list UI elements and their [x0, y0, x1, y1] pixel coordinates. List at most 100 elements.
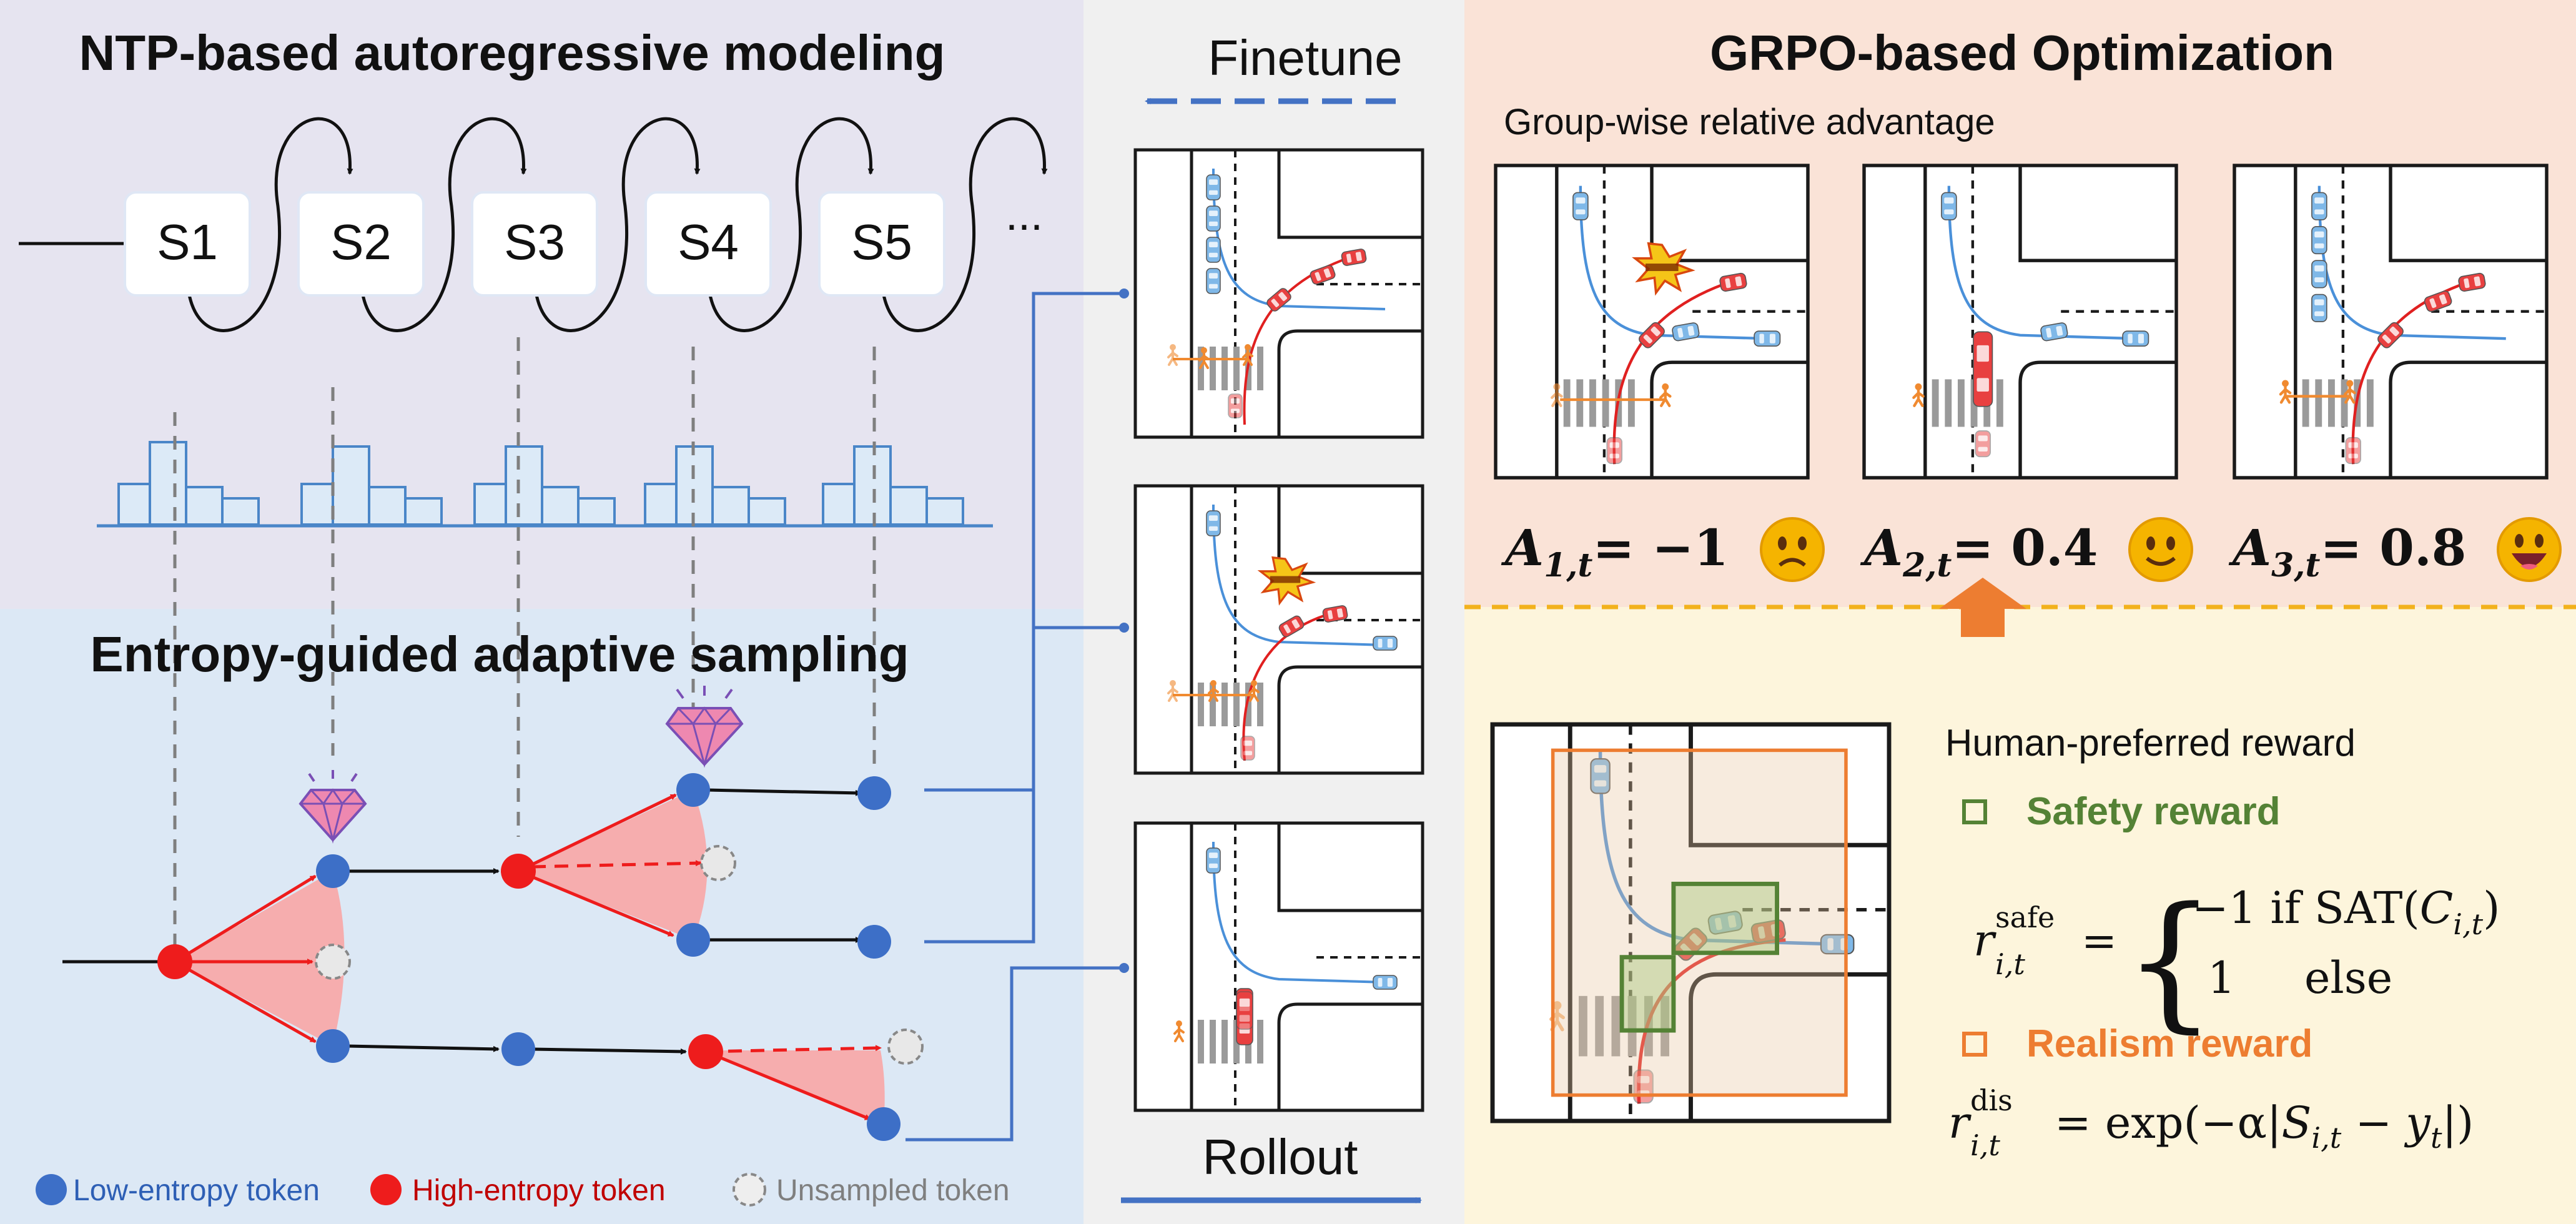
unsampled-node	[700, 845, 736, 881]
vehicle	[1373, 975, 1398, 990]
safety-region-box	[1619, 955, 1676, 1033]
svg-text:A1,t= −1: A1,t= −1	[1501, 518, 1729, 585]
entropy-title: Entropy-guided adaptive sampling	[90, 626, 909, 682]
legend-high-entropy-label: High-entropy token	[412, 1174, 666, 1207]
collision-icon	[1257, 556, 1316, 606]
state-label: S4	[678, 214, 739, 270]
up-arrow	[1939, 578, 2026, 637]
group-scenario-1	[1494, 164, 1810, 480]
pedestrian-icon	[1167, 680, 1178, 702]
state-label: S5	[851, 214, 912, 270]
state-connectors	[185, 117, 1048, 332]
svg-text:=: =	[2081, 917, 2117, 966]
legend-high-entropy-marker	[370, 1174, 402, 1205]
tree-red-edges	[174, 793, 882, 1121]
pedestrian-icon	[2279, 380, 2292, 404]
svg-text:−1 if SAT(Ci,t): −1 if SAT(Ci,t)	[2192, 882, 2500, 941]
vehicle	[1236, 991, 1253, 1030]
grin-face-icon	[2497, 517, 2562, 582]
svg-text:r: r	[1948, 1097, 1971, 1148]
low-entropy-node	[316, 854, 350, 888]
grpo-title: GRPO-based Optimization	[1710, 25, 2334, 81]
state-label: S1	[157, 214, 218, 270]
vehicle	[1240, 736, 1255, 761]
svg-text:= exp(−α|Si,t − yt|): = exp(−α|Si,t − yt|)	[2055, 1097, 2474, 1155]
vehicle	[1639, 322, 1665, 348]
unsampled-node	[887, 1029, 924, 1065]
link-dot	[1119, 963, 1129, 973]
vehicle	[1206, 205, 1221, 232]
pedestrian-icon	[1912, 383, 1925, 407]
vehicle	[1278, 615, 1305, 638]
advantage-3: A3,t= 0.8	[2228, 517, 2562, 585]
legend-unsampled-marker	[733, 1173, 766, 1207]
state-ellipsis: ...	[1005, 190, 1043, 240]
pedestrian-icon	[1198, 347, 1210, 369]
high-entropy-node	[501, 854, 536, 889]
svg-text:else: else	[2304, 952, 2392, 1004]
safety-reward-label: Safety reward	[2026, 790, 2281, 833]
smile-face-icon	[2128, 517, 2193, 582]
high-entropy-node	[157, 944, 192, 979]
vehicle	[2040, 322, 2068, 342]
pedestrian-icon	[1208, 680, 1219, 702]
vehicle	[1206, 847, 1221, 874]
vehicle	[2311, 226, 2327, 255]
vehicle	[2311, 294, 2327, 322]
state-box-3: S3	[471, 191, 598, 297]
branch-connectors	[906, 292, 1124, 1142]
vehicle	[2377, 322, 2404, 348]
histogram-5	[822, 445, 964, 526]
advantage-2: A2,t= 0.4	[1860, 517, 2193, 585]
pedestrian-icon	[2343, 380, 2356, 404]
legend-low-entropy-marker	[36, 1174, 67, 1205]
diamond-icon	[665, 686, 744, 768]
link-dot	[1119, 623, 1129, 633]
state-label: S2	[330, 214, 392, 270]
vehicle	[1707, 911, 1743, 935]
histogram-2	[300, 445, 443, 526]
vehicle	[1973, 331, 1993, 407]
state-label: S3	[504, 214, 565, 270]
low-entropy-node	[501, 1032, 535, 1066]
svg-text:dis: dis	[1970, 1083, 2013, 1117]
vehicle	[1322, 605, 1348, 623]
tree-black-edges	[62, 788, 862, 1055]
safety-region-box	[1671, 881, 1779, 955]
realism-legend-box	[1962, 1032, 1987, 1057]
rollout-scenario-1	[1133, 148, 1424, 439]
vehicle	[1206, 174, 1221, 200]
diamond-icon	[299, 770, 367, 844]
vehicle	[1672, 322, 1700, 342]
ntp-title: NTP-based autoregressive modeling	[79, 25, 945, 81]
vehicle	[1719, 272, 1747, 292]
histogram-4	[644, 445, 786, 526]
vehicle	[1228, 393, 1243, 418]
vehicle	[1341, 249, 1367, 266]
low-entropy-node	[676, 923, 710, 957]
low-entropy-node	[867, 1107, 901, 1141]
legend-low-entropy-label: Low-entropy token	[73, 1174, 320, 1207]
pedestrian-icon	[1248, 680, 1260, 702]
state-box-5: S5	[818, 191, 945, 297]
pedestrian-icon	[1551, 383, 1563, 407]
sad-face-icon	[1760, 517, 1825, 582]
group-scenario-2	[1862, 164, 2178, 480]
vehicle	[1310, 265, 1336, 285]
rollout-scenario-3	[1133, 821, 1424, 1112]
vehicle	[1590, 758, 1611, 794]
vehicle	[2311, 192, 2327, 220]
vehicle	[1941, 192, 1957, 220]
svg-text:A2,t= 0.4: A2,t= 0.4	[1860, 518, 2098, 585]
vehicle	[1754, 330, 1781, 347]
high-entropy-node	[688, 1034, 723, 1069]
realism-reward-label: Realism reward	[2026, 1022, 2312, 1065]
safe-reward-formula: r safe i,t = { −1 if SAT(Ci,t) 1 else	[1973, 876, 2500, 1047]
unsampled-node	[315, 944, 351, 980]
vehicle	[1206, 237, 1221, 263]
svg-text:r: r	[1973, 915, 1996, 966]
link-dot	[1119, 289, 1129, 299]
legend: Low-entropy token High-entropy token Uns…	[36, 1173, 1010, 1207]
